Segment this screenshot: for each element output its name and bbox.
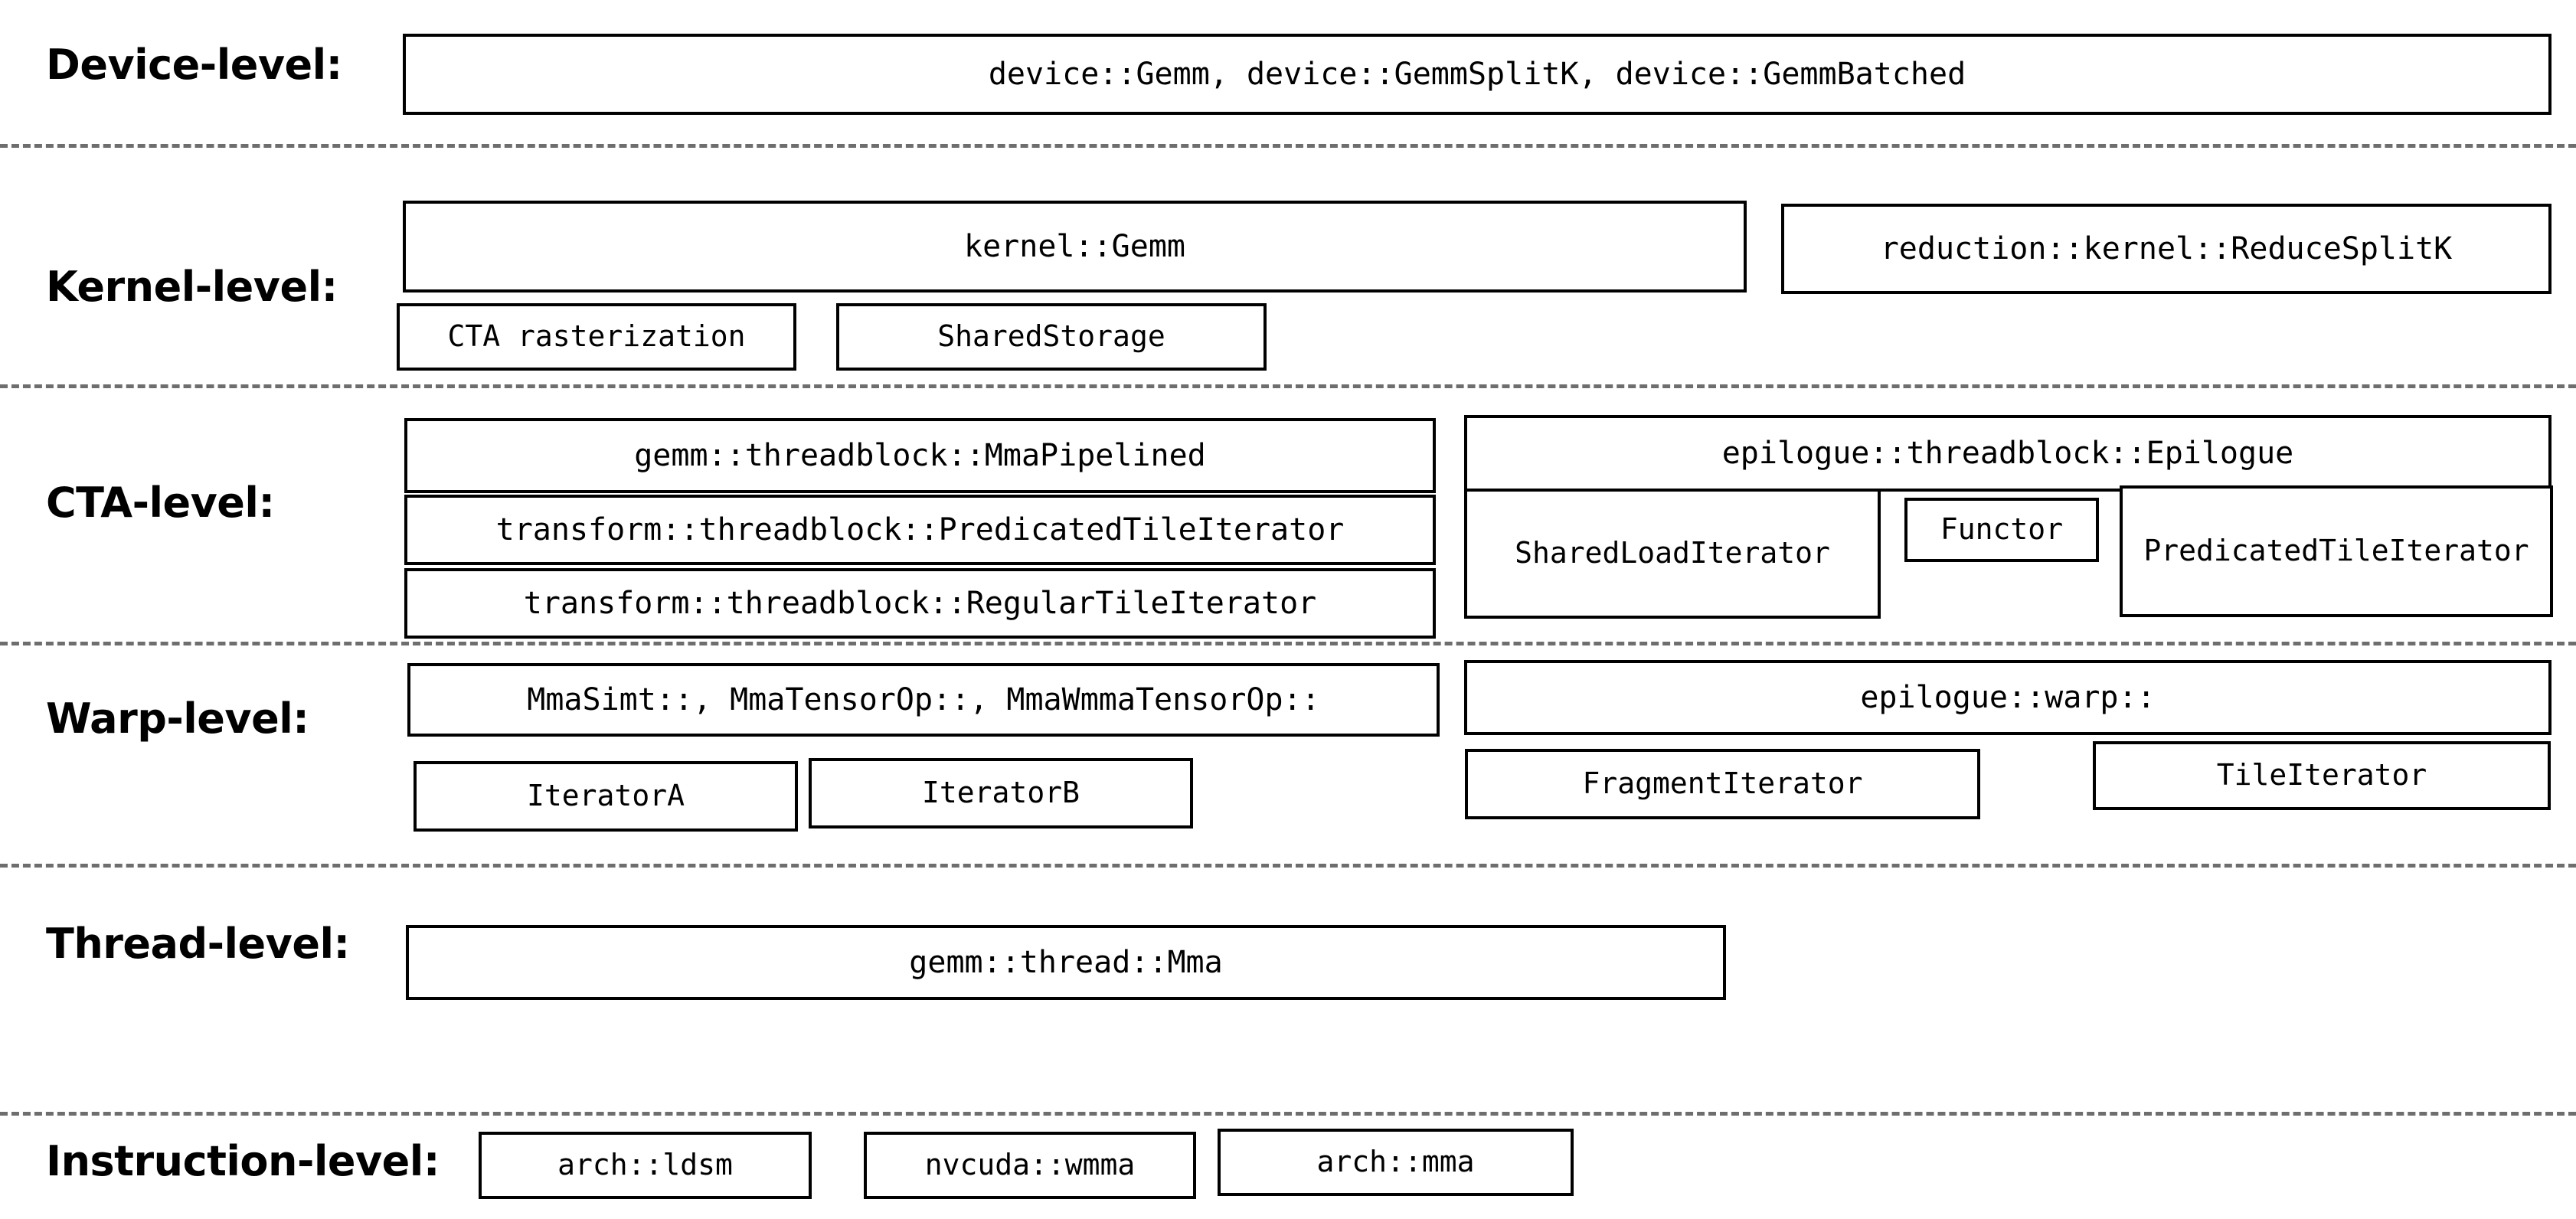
box-device-gemm-label: device::Gemm, device::GemmSplitK, device… (988, 57, 1966, 92)
divider-thread-instruction (0, 1112, 2576, 1116)
box-cta-rasterization-label: CTA rasterization (447, 319, 746, 354)
box-kernel-gemm[interactable]: kernel::Gemm (403, 201, 1747, 292)
box-iterator-b-label: IteratorB (922, 776, 1080, 810)
level-label-thread: Thread-level: (46, 920, 350, 968)
level-label-device: Device-level: (46, 41, 342, 89)
box-gemm-threadblock-mmapipelined[interactable]: gemm::threadblock::MmaPipelined (404, 418, 1436, 493)
box-reduction-kernel-reducesplitk[interactable]: reduction::kernel::ReduceSplitK (1781, 204, 2551, 294)
box-transform-threadblock-predicatedtileiterator-label: transform::threadblock::PredicatedTileIt… (495, 512, 1345, 547)
box-gemm-thread-mma-label: gemm::thread::Mma (909, 945, 1223, 980)
box-nvcuda-wmma[interactable]: nvcuda::wmma (864, 1132, 1196, 1199)
box-arch-mma[interactable]: arch::mma (1218, 1129, 1574, 1196)
box-predicated-tile-iterator-label: PredicatedTileIterator (2143, 534, 2529, 568)
box-predicated-tile-iterator[interactable]: PredicatedTileIterator (2120, 485, 2553, 617)
box-tile-iterator-label: TileIterator (2216, 758, 2427, 793)
box-functor-label: Functor (1940, 512, 2064, 547)
box-gemm-threadblock-mmapipelined-label: gemm::threadblock::MmaPipelined (634, 438, 1206, 473)
box-epilogue-threadblock-epilogue-label: epilogue::threadblock::Epilogue (1721, 436, 2294, 471)
box-transform-threadblock-predicatedtileiterator[interactable]: transform::threadblock::PredicatedTileIt… (404, 495, 1436, 565)
level-label-warp: Warp-level: (46, 694, 309, 743)
box-arch-mma-label: arch::mma (1316, 1145, 1475, 1179)
box-nvcuda-wmma-label: nvcuda::wmma (924, 1148, 1136, 1182)
level-label-cta: CTA-level: (46, 479, 275, 527)
box-gemm-thread-mma[interactable]: gemm::thread::Mma (406, 925, 1726, 1000)
box-shared-load-iterator[interactable]: SharedLoadIterator (1464, 489, 1881, 619)
box-shared-load-iterator-label: SharedLoadIterator (1515, 536, 1830, 570)
box-kernel-gemm-label: kernel::Gemm (964, 229, 1185, 264)
divider-warp-thread (0, 864, 2576, 868)
box-arch-ldsm[interactable]: arch::ldsm (479, 1132, 812, 1199)
box-transform-threadblock-regulartileiterator-label: transform::threadblock::RegularTileItera… (523, 586, 1317, 621)
level-label-kernel: Kernel-level: (46, 263, 338, 311)
divider-device-kernel (0, 144, 2576, 148)
box-iterator-b[interactable]: IteratorB (809, 758, 1193, 828)
box-iterator-a[interactable]: IteratorA (414, 761, 798, 832)
box-mma-warp-ops-label: MmaSimt::, MmaTensorOp::, MmaWmmaTensorO… (527, 682, 1320, 717)
box-epilogue-warp[interactable]: epilogue::warp:: (1464, 660, 2551, 735)
divider-cta-warp (0, 642, 2576, 645)
box-epilogue-threadblock-epilogue[interactable]: epilogue::threadblock::Epilogue (1464, 415, 2551, 492)
box-arch-ldsm-label: arch::ldsm (557, 1148, 733, 1182)
box-fragment-iterator[interactable]: FragmentIterator (1465, 749, 1980, 819)
box-iterator-a-label: IteratorA (527, 779, 685, 813)
box-functor[interactable]: Functor (1904, 498, 2099, 562)
box-shared-storage-label: SharedStorage (937, 319, 1165, 354)
box-epilogue-warp-label: epilogue::warp:: (1860, 680, 2156, 715)
box-shared-storage[interactable]: SharedStorage (836, 303, 1267, 371)
box-fragment-iterator-label: FragmentIterator (1582, 766, 1863, 801)
box-transform-threadblock-regulartileiterator[interactable]: transform::threadblock::RegularTileItera… (404, 568, 1436, 639)
level-label-instruction: Instruction-level: (46, 1137, 440, 1185)
box-reduction-kernel-reducesplitk-label: reduction::kernel::ReduceSplitK (1880, 231, 2453, 266)
box-tile-iterator[interactable]: TileIterator (2093, 741, 2551, 810)
divider-kernel-cta (0, 384, 2576, 388)
box-mma-warp-ops[interactable]: MmaSimt::, MmaTensorOp::, MmaWmmaTensorO… (407, 663, 1440, 737)
box-cta-rasterization[interactable]: CTA rasterization (397, 303, 796, 371)
box-device-gemm[interactable]: device::Gemm, device::GemmSplitK, device… (403, 34, 2551, 115)
